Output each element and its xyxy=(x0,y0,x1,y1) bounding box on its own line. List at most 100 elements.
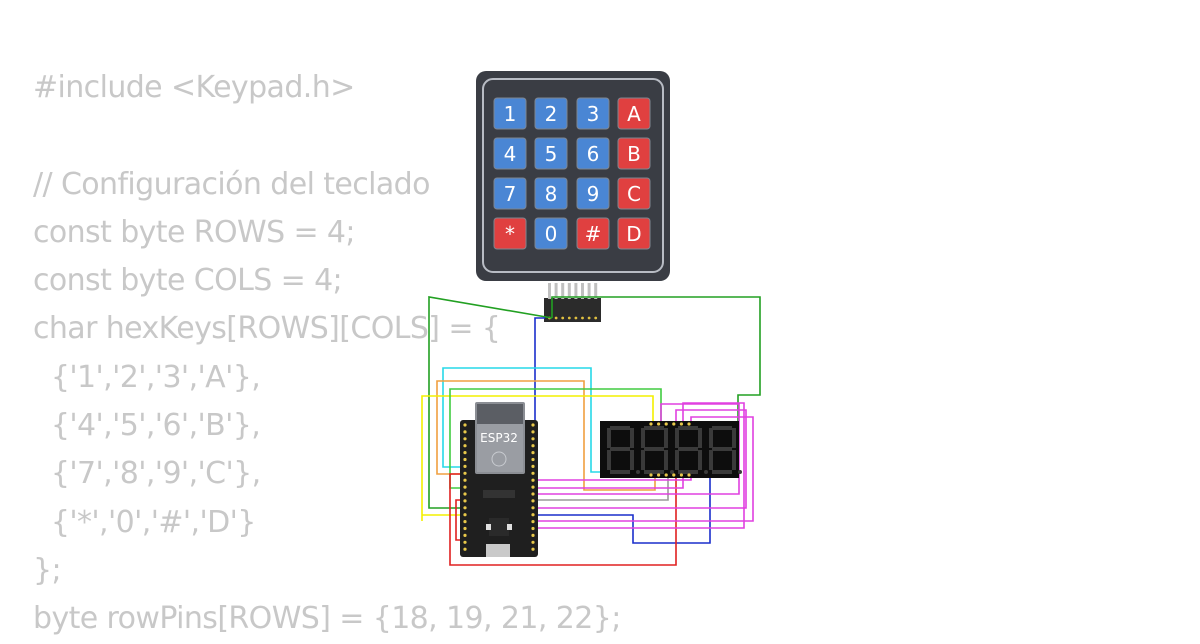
segment xyxy=(641,450,645,470)
decimal-point xyxy=(704,470,708,474)
seven-segment-display[interactable] xyxy=(600,421,742,478)
segment xyxy=(678,447,698,451)
keypad-key-label: C xyxy=(627,182,641,206)
header-pin xyxy=(463,540,467,544)
keypad-key-label: 2 xyxy=(545,102,558,126)
header-pin xyxy=(531,437,535,441)
keypad-key[interactable]: * xyxy=(493,217,527,250)
header-pin xyxy=(463,547,467,551)
segment xyxy=(610,447,630,451)
esp32-pins xyxy=(463,423,535,551)
orange-wire[interactable] xyxy=(436,380,656,491)
connector-pin-dot xyxy=(581,316,584,320)
segment xyxy=(664,450,668,470)
header-pin xyxy=(531,430,535,434)
segment xyxy=(698,450,702,470)
segment xyxy=(678,470,698,474)
green-wire[interactable] xyxy=(428,296,553,509)
keypad-key[interactable]: 1 xyxy=(493,97,527,130)
decimal-point xyxy=(670,470,674,474)
header-pin xyxy=(463,533,467,538)
header-pin xyxy=(463,464,467,468)
code-line: const byte ROWS = 4; xyxy=(33,214,356,250)
connector-pin xyxy=(581,283,584,299)
keypad-key[interactable]: 4 xyxy=(493,137,527,170)
green-wire[interactable] xyxy=(551,296,761,421)
segment xyxy=(644,470,664,474)
keypad-key[interactable]: 2 xyxy=(534,97,568,130)
gray-wire[interactable] xyxy=(533,476,669,501)
code-line: #include <Keypad.h> xyxy=(33,70,355,105)
keypad-key[interactable]: 9 xyxy=(576,177,610,210)
keypad-key[interactable]: 3 xyxy=(576,97,610,130)
connector-pin-dot xyxy=(561,316,565,320)
esp32-board[interactable]: ESP32 xyxy=(460,402,538,557)
header-pin xyxy=(463,526,467,531)
espressif-logo-icon xyxy=(491,451,507,467)
lime-wire[interactable] xyxy=(449,388,662,489)
keypad-key[interactable]: 5 xyxy=(534,137,568,170)
keypad-key[interactable]: 0 xyxy=(534,217,568,250)
red-wire[interactable] xyxy=(449,473,677,566)
display-pin xyxy=(687,473,691,477)
segment xyxy=(630,450,634,470)
display-pins xyxy=(649,422,691,477)
header-pin xyxy=(463,492,467,496)
segment xyxy=(641,428,645,448)
keypad-key[interactable]: 6 xyxy=(576,137,610,170)
keypad-key-label: 6 xyxy=(587,142,600,166)
cyan-wire[interactable] xyxy=(442,367,615,473)
segment xyxy=(610,426,630,430)
magenta-wire[interactable] xyxy=(533,402,745,529)
connector-pin-dot xyxy=(554,316,558,320)
keypad-key[interactable]: 7 xyxy=(493,177,527,210)
keypad-key[interactable]: # xyxy=(576,217,610,250)
header-pin xyxy=(531,540,535,544)
display-pin xyxy=(657,473,661,477)
magenta-wire[interactable] xyxy=(533,403,740,495)
header-pin xyxy=(531,513,535,517)
segment xyxy=(630,428,634,448)
header-pin xyxy=(463,499,467,503)
code-line: const byte COLS = 4; xyxy=(33,263,343,299)
display-digit xyxy=(641,426,674,474)
header-pin xyxy=(463,513,467,517)
connector-pin xyxy=(594,283,598,299)
decimal-point xyxy=(738,470,742,474)
code-line: {'1','2','3','A'}, xyxy=(33,359,261,395)
connector-pin xyxy=(548,283,551,299)
keypad-key-label: A xyxy=(627,102,641,126)
connector-pin xyxy=(554,283,558,299)
header-pin xyxy=(531,499,535,503)
segment xyxy=(610,470,630,474)
connector-pin xyxy=(567,283,571,299)
keypad-key[interactable]: A xyxy=(617,97,651,130)
header-pin xyxy=(463,506,467,510)
header-pin xyxy=(463,520,467,524)
header-pin xyxy=(531,471,535,475)
magenta-wire[interactable] xyxy=(533,409,747,509)
keypad-key-label: 5 xyxy=(545,142,558,166)
keypad-key[interactable]: 8 xyxy=(534,177,568,210)
blue-wire[interactable] xyxy=(534,317,545,425)
esp32-label: ESP32 xyxy=(480,431,518,445)
keypad-key[interactable]: C xyxy=(617,177,651,210)
display-digits xyxy=(607,426,742,474)
header-pin xyxy=(463,471,467,475)
magenta-wire[interactable] xyxy=(533,416,754,522)
keypad-key-label: 9 xyxy=(587,182,600,206)
display-digit xyxy=(709,426,742,474)
segment xyxy=(732,428,736,448)
header-pin xyxy=(531,451,535,455)
display-pin xyxy=(679,422,684,426)
keypad-key[interactable]: B xyxy=(617,137,651,170)
yellow-wire[interactable] xyxy=(421,395,654,521)
connector-pin-dot xyxy=(574,316,578,320)
display-pin xyxy=(672,422,676,426)
header-pin xyxy=(531,485,535,489)
header-pin xyxy=(463,423,467,427)
keypad-key[interactable]: D xyxy=(617,217,651,250)
display-pin xyxy=(664,473,668,477)
